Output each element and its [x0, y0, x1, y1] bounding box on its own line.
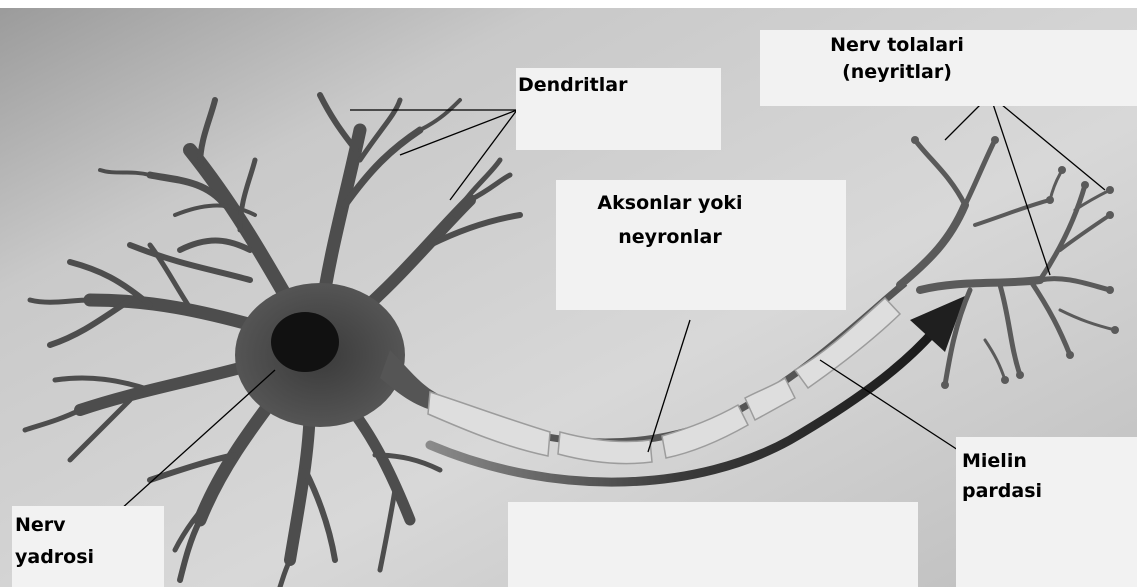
label-nucleus-line1: Nerv — [15, 513, 66, 538]
label-axon-line2: neyronlar — [560, 225, 780, 250]
label-axon-line1: Aksonlar yoki — [560, 191, 780, 216]
label-nerve-fibers-line2: (neyritlar) — [812, 60, 982, 85]
white-border-top — [0, 0, 1137, 8]
label-box-blank — [508, 502, 918, 587]
label-nucleus-line2: yadrosi — [15, 545, 94, 570]
label-dendrites: Dendritlar — [518, 73, 627, 98]
nucleus — [271, 312, 339, 372]
label-nerve-fibers-line1: Nerv tolalari — [812, 33, 982, 58]
label-myelin-line2: pardasi — [962, 479, 1042, 504]
label-myelin-line1: Mielin — [962, 449, 1027, 474]
